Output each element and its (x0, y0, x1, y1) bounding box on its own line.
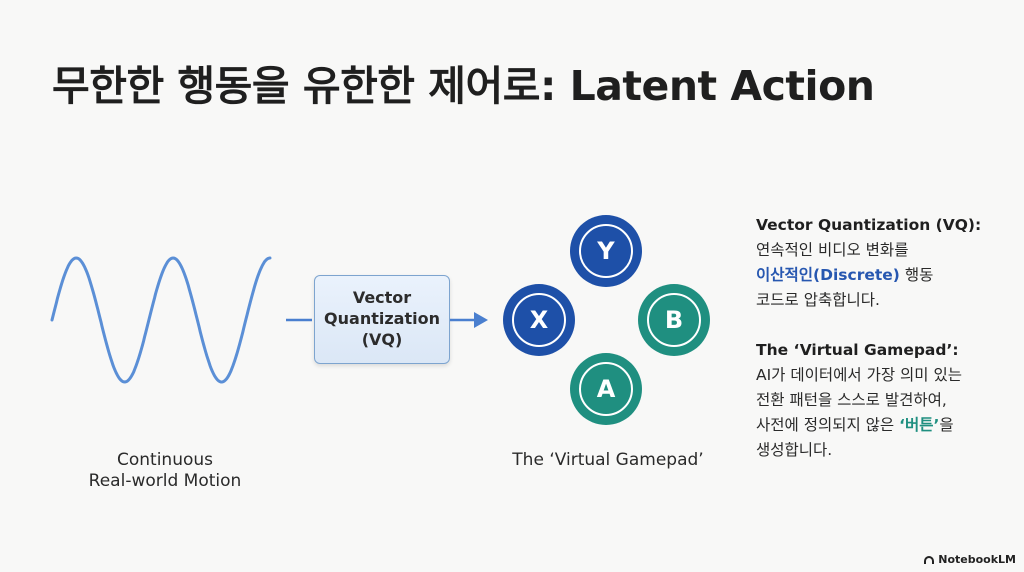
gamepad-line4: 생성합니다. (756, 441, 833, 459)
gamepad-line3-pre: 사전에 정의되지 않은 (756, 416, 900, 434)
vq-box: Vector Quantization (VQ) (314, 275, 450, 364)
vq-line2-rest: 행동 (899, 266, 934, 284)
vq-line2: 이산적인(Discrete) 행동 (756, 263, 1006, 288)
continuous-motion-caption: Continuous Real-world Motion (60, 450, 270, 493)
gamepad-a-label: A (579, 362, 633, 416)
arrow-to-vq (286, 318, 312, 322)
gamepad-line3-post: 을 (939, 416, 954, 434)
gamepad-x-button: X (503, 284, 575, 356)
notebooklm-logo-icon (924, 555, 935, 564)
gamepad-x-label: X (512, 293, 566, 347)
gamepad-line1: AI가 데이터에서 가장 의미 있는 (756, 366, 963, 384)
arrow-to-gamepad (450, 312, 488, 328)
gamepad-b-label: B (647, 293, 701, 347)
gamepad-description: The ‘Virtual Gamepad’: AI가 데이터에서 가장 의미 있… (756, 338, 1006, 463)
notebooklm-label: NotebookLM (938, 553, 1016, 566)
gamepad-heading: The ‘Virtual Gamepad’: (756, 341, 959, 359)
vq-line3: 코드로 압축합니다. (756, 291, 880, 309)
continuous-motion-caption-line2: Real-world Motion (88, 471, 242, 492)
vq-line1: 연속적인 비디오 변화를 (756, 241, 909, 259)
gamepad-line3: 사전에 정의되지 않은 ‘버튼’을 (756, 413, 1006, 438)
continuous-motion-wave (50, 256, 272, 384)
discrete-highlight: 이산적인(Discrete) (756, 266, 900, 284)
vq-description: Vector Quantization (VQ): 연속적인 비디오 변화를 이… (756, 213, 1006, 313)
gamepad-y-label: Y (579, 224, 633, 278)
gamepad-line2: 전환 패턴을 스스로 발견하여, (756, 391, 947, 409)
gamepad-a-button: A (570, 353, 642, 425)
virtual-gamepad-caption: The ‘Virtual Gamepad’ (512, 450, 704, 470)
notebooklm-badge: NotebookLM (924, 553, 1016, 566)
gamepad-b-button: B (638, 284, 710, 356)
button-highlight: ‘버튼’ (899, 416, 940, 434)
gamepad-y-button: Y (570, 215, 642, 287)
continuous-motion-caption-line1: Continuous (116, 450, 213, 470)
page-title: 무한한 행동을 유한한 제어로: Latent Action (52, 62, 875, 110)
vq-heading: Vector Quantization (VQ): (756, 216, 982, 234)
